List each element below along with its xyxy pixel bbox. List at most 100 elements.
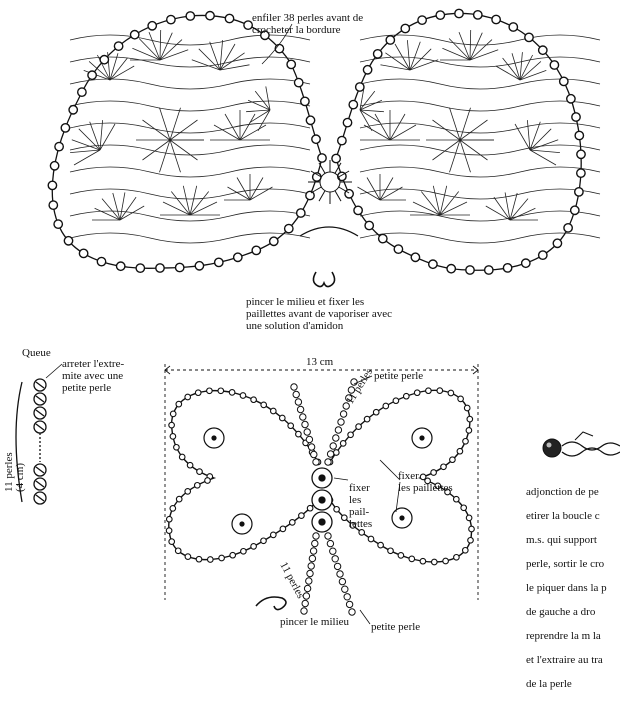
antenna-bead bbox=[310, 450, 318, 459]
stitch-line bbox=[138, 38, 161, 61]
stitch-line bbox=[359, 109, 381, 124]
side-line: reprendre la m la bbox=[526, 630, 601, 642]
top-leader bbox=[261, 23, 293, 65]
tail-bead-mark bbox=[35, 480, 45, 488]
bead bbox=[311, 134, 321, 145]
bead bbox=[552, 238, 563, 249]
side-line: de gauche a dro bbox=[526, 606, 596, 618]
wing-bead bbox=[175, 400, 183, 408]
stitch-line bbox=[219, 43, 236, 71]
bead bbox=[524, 32, 534, 43]
tail-bead-mark bbox=[35, 409, 45, 417]
stitch-line bbox=[407, 40, 411, 71]
stitch-line bbox=[239, 124, 267, 141]
wing-bead bbox=[392, 397, 400, 405]
bead bbox=[251, 245, 262, 256]
bead bbox=[155, 263, 165, 273]
wing-bead bbox=[449, 456, 456, 464]
bra-center-medallion bbox=[308, 160, 352, 204]
bead bbox=[165, 14, 176, 25]
fixer-right-leader bbox=[379, 459, 401, 481]
antenna-bead bbox=[326, 450, 335, 458]
stitch-line bbox=[439, 191, 460, 216]
bead bbox=[364, 220, 375, 231]
wing-bead bbox=[430, 469, 437, 476]
wing-bead bbox=[461, 546, 469, 554]
stitch-line bbox=[159, 49, 189, 61]
stitch-line bbox=[265, 86, 271, 111]
antenna-bead bbox=[342, 402, 350, 410]
arreter-leader bbox=[45, 363, 63, 379]
petite-perle-top-label: petite perle bbox=[374, 370, 424, 382]
wing-bead bbox=[349, 522, 357, 529]
stitch-line bbox=[459, 139, 488, 161]
stitch-row bbox=[69, 232, 311, 244]
stitch-line bbox=[519, 70, 547, 81]
bead bbox=[576, 149, 586, 160]
bead bbox=[508, 22, 519, 32]
tail-strand-bead bbox=[302, 592, 311, 600]
stitch-line bbox=[469, 32, 483, 61]
wing-bead bbox=[467, 536, 474, 544]
stitch-line bbox=[380, 64, 411, 71]
stitch-row bbox=[69, 144, 311, 156]
bead bbox=[286, 59, 297, 70]
sequin-center bbox=[419, 435, 425, 441]
bead bbox=[129, 29, 140, 40]
bead bbox=[331, 153, 341, 164]
stitch-line bbox=[459, 139, 471, 173]
stitch-line bbox=[71, 139, 101, 151]
wing-bead bbox=[387, 547, 394, 555]
wing-bead bbox=[442, 557, 449, 565]
tail-strand-bead bbox=[324, 532, 332, 540]
bead bbox=[232, 252, 243, 263]
bead bbox=[566, 93, 576, 104]
bead bbox=[472, 9, 483, 20]
tail-strand-bead bbox=[343, 593, 351, 601]
stitch-line bbox=[409, 48, 432, 71]
stitch-line bbox=[363, 124, 391, 141]
stitch-line bbox=[529, 121, 541, 151]
wing-bead bbox=[463, 404, 471, 412]
bead bbox=[87, 70, 98, 81]
tail-strand-bead bbox=[305, 577, 313, 585]
antenna-bead bbox=[303, 428, 311, 436]
stitch-line bbox=[162, 201, 191, 216]
bead bbox=[99, 54, 110, 65]
bead bbox=[400, 23, 411, 34]
wing-bead bbox=[165, 527, 173, 534]
wing-bead bbox=[173, 443, 180, 451]
antenna-bead bbox=[329, 442, 337, 450]
stitch-line bbox=[119, 196, 137, 221]
stitch-row bbox=[359, 232, 601, 244]
stitch-row bbox=[359, 56, 601, 68]
stitch-line bbox=[469, 49, 499, 61]
wing-bead bbox=[436, 387, 444, 394]
fixer-center-label: fixer les pail- lettes bbox=[349, 482, 373, 530]
wing-bead bbox=[195, 555, 203, 563]
petite-perle-top-leader bbox=[353, 375, 373, 385]
bead bbox=[60, 123, 71, 133]
stitch-line bbox=[99, 123, 116, 151]
bead bbox=[54, 141, 64, 152]
wing-bead bbox=[377, 541, 384, 549]
wing-bead bbox=[413, 389, 421, 397]
stitch-line bbox=[219, 40, 223, 71]
side-instructions: adjonction de pe etirer la boucle c m.s.… bbox=[526, 474, 620, 702]
tail-strand-bead bbox=[303, 584, 312, 593]
stitch-line bbox=[169, 139, 198, 161]
bead bbox=[305, 115, 316, 126]
stitch-line bbox=[442, 47, 471, 61]
body-bead-hole bbox=[318, 518, 326, 526]
antenna-bead bbox=[294, 398, 303, 406]
wing-bead bbox=[218, 554, 225, 562]
bead bbox=[68, 104, 79, 115]
wing-bead bbox=[424, 477, 431, 485]
tail-strand-bead bbox=[311, 539, 319, 548]
annotation-leader-lines bbox=[45, 23, 401, 625]
wing-bead bbox=[347, 431, 354, 439]
bead bbox=[491, 14, 501, 25]
wing-bead bbox=[169, 505, 177, 512]
stitch-line bbox=[254, 90, 271, 111]
tail-strand-bead bbox=[338, 577, 347, 586]
